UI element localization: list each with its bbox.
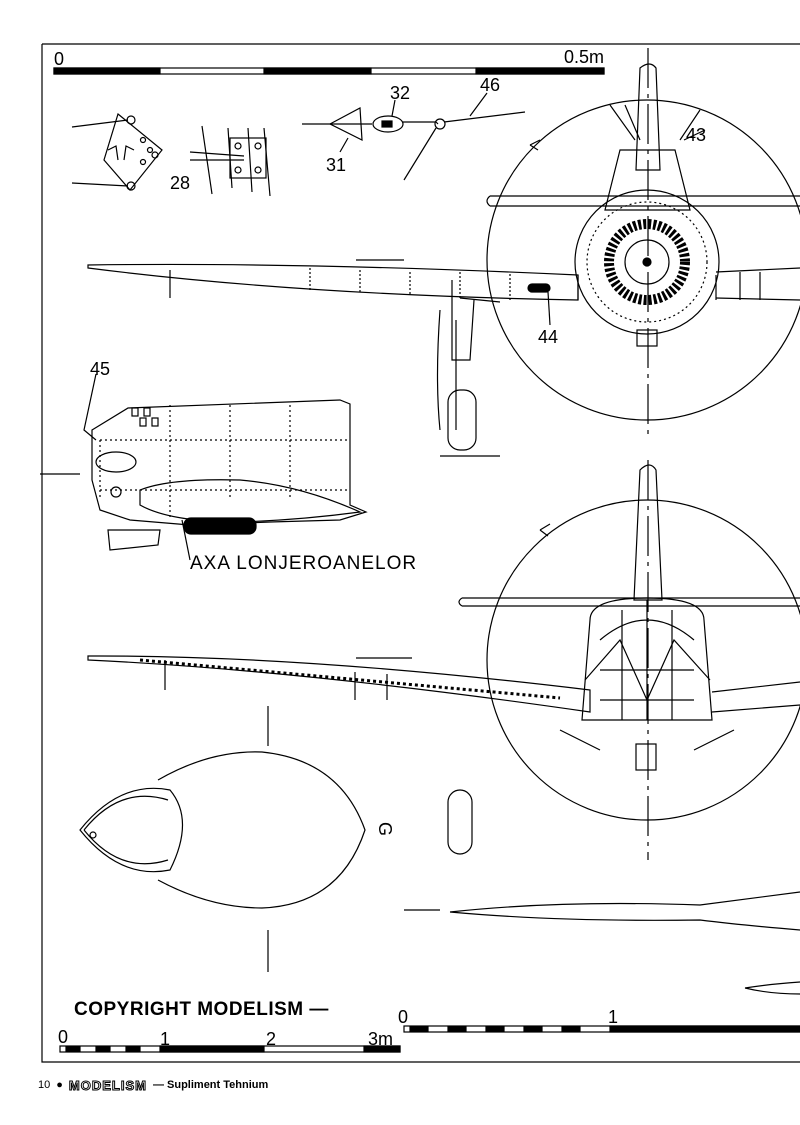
page-footer: 10 ● MODELISM — Supliment Tehnium xyxy=(38,1077,268,1093)
callout-45: 45 xyxy=(90,359,111,379)
wing-front-view-upper xyxy=(87,259,800,457)
footer-subtitle: — Supliment Tehnium xyxy=(152,1079,269,1091)
detail-28-hinge-bracket xyxy=(189,125,271,197)
bottom-scale-left-three: 3m xyxy=(368,1029,394,1049)
bottom-scale-right xyxy=(403,1025,800,1033)
bullet-icon: ● xyxy=(56,1079,63,1091)
copyright-notice: COPYRIGHT MODELISM — xyxy=(74,999,329,1020)
bottom-scale-left-two: 2 xyxy=(266,1029,277,1049)
sheet-frame xyxy=(41,43,800,1063)
callout-32: 32 xyxy=(390,83,411,103)
callout-46: 46 xyxy=(480,75,501,95)
bottom-scale-right-zero: 0 xyxy=(398,1007,409,1027)
top-scale-zero-label: 0 xyxy=(54,49,65,69)
cross-section-g xyxy=(79,706,473,972)
callout-31: 31 xyxy=(326,155,347,175)
wing-front-view-lower xyxy=(87,655,800,713)
callout-28: 28 xyxy=(170,173,191,193)
spar-axis-caption: AXA LONJEROANELOR xyxy=(190,553,418,574)
fuselage-side-section xyxy=(40,373,368,561)
callout-43: 43 xyxy=(686,125,707,145)
callout-44: 44 xyxy=(538,327,559,347)
bottom-scale-left xyxy=(59,1045,401,1053)
bottom-scale-left-one: 1 xyxy=(160,1029,171,1049)
front-view-canopy xyxy=(458,460,800,860)
propeller-blade xyxy=(404,891,800,995)
bottom-scale-right-one: 1 xyxy=(608,1007,619,1027)
page-number: 10 xyxy=(38,1079,51,1091)
front-view-cowling xyxy=(486,48,800,440)
top-scale-bar xyxy=(53,67,605,75)
top-scale-end-label: 0.5m xyxy=(564,47,605,67)
bottom-scale-left-zero: 0 xyxy=(58,1027,69,1047)
section-g-label: G xyxy=(375,821,396,837)
detail-28-control-horn xyxy=(71,112,163,191)
magazine-brand: MODELISM xyxy=(68,1077,147,1093)
detail-31-32-46-antenna xyxy=(302,92,526,181)
